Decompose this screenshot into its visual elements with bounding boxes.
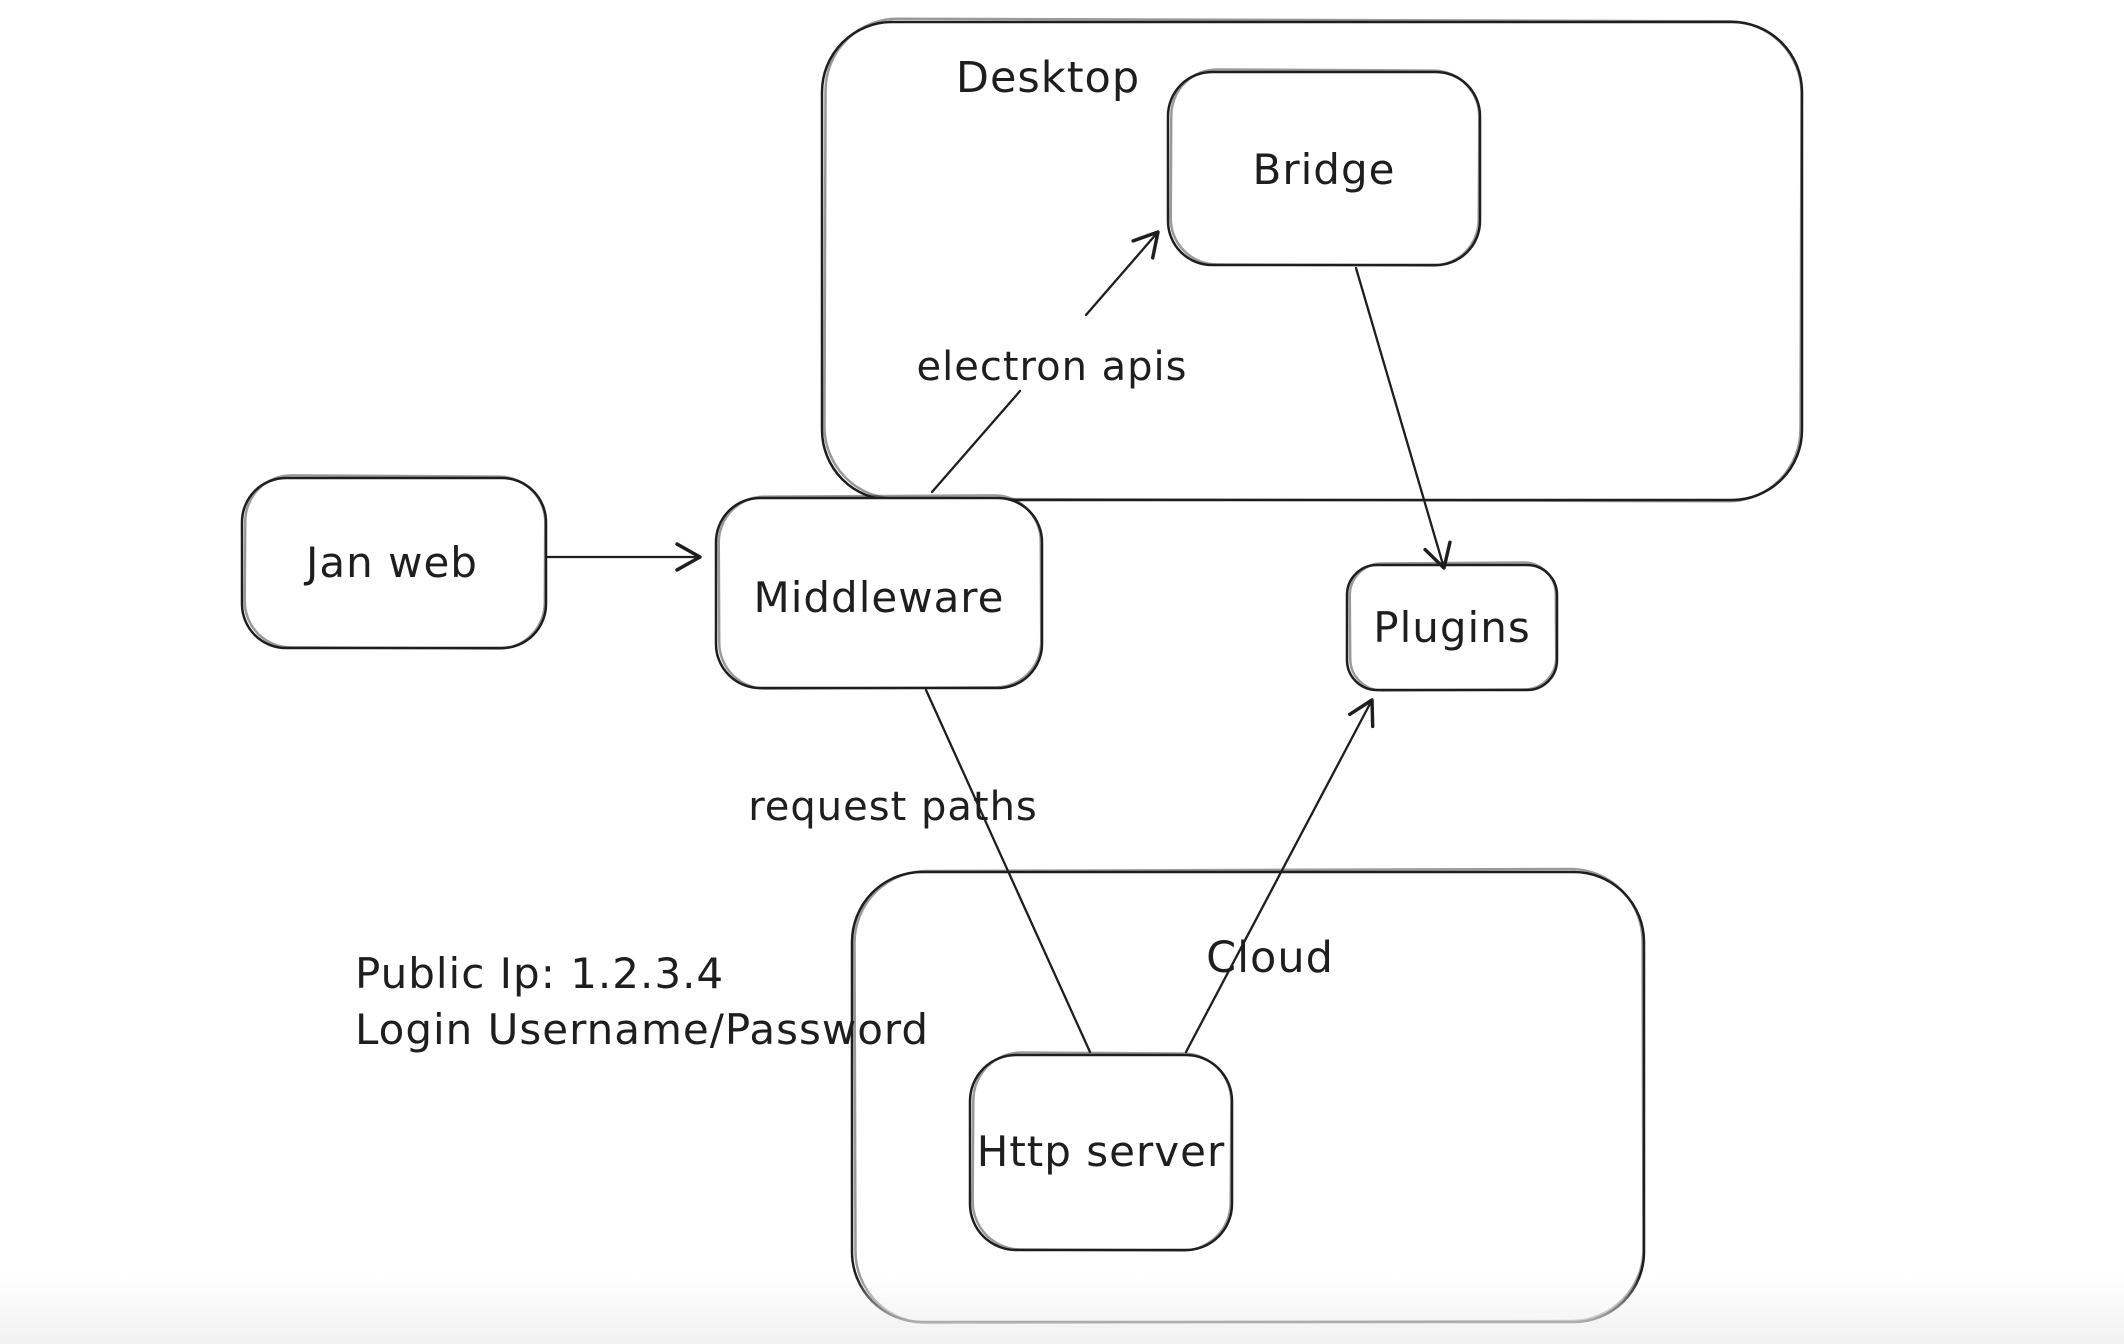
bridge-node-sketch-stroke [1169,68,1481,267]
cloud-container-label: Cloud [1206,933,1334,983]
request-paths-edge-label: request paths [748,784,1038,830]
arrow-bridge-to-plugins[interactable] [1354,266,1452,570]
jan-web-node-sketch-stroke [243,474,547,650]
http-server-node-label: Http server [977,1127,1225,1176]
middleware-node[interactable] [714,496,1044,690]
public-ip-annotation-line1: Public Ip: 1.2.3.4 [355,949,724,998]
electron-apis-edge-label: electron apis [917,344,1188,390]
middleware-node-label: Middleware [753,573,1004,622]
arrow-middleware-to-bridge-lower[interactable] [930,389,1022,494]
login-annotation-line2: Login Username/Password [355,1005,929,1054]
desktop-container-sketch-stroke [823,17,1803,503]
line-middleware-to-httpserver[interactable] [924,688,1092,1054]
arrow-middleware-to-bridge-upper[interactable] [1084,230,1160,317]
http-server-node[interactable] [968,1053,1234,1252]
bridge-node[interactable] [1166,70,1482,267]
plugins-node-label: Plugins [1373,603,1530,652]
arrow-httpserver-to-plugins[interactable] [1184,698,1375,1054]
http-server-node-sketch-stroke [971,1051,1233,1252]
middleware-node-sketch-stroke [717,494,1043,690]
jan-web-node-label: Jan web [303,538,478,587]
jan-web-node[interactable] [240,476,548,650]
bridge-node-label: Bridge [1253,145,1396,194]
plugins-node[interactable] [1345,563,1559,692]
desktop-container-label: Desktop [956,53,1140,103]
plugins-node-sketch-stroke [1348,561,1558,692]
